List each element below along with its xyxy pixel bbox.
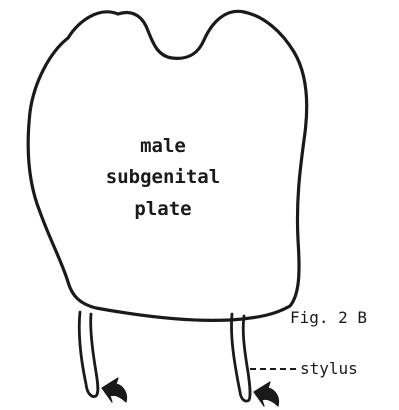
left-stylus bbox=[79, 312, 98, 397]
figure-label: Fig. 2 B bbox=[290, 308, 367, 327]
plate-label-line2: subgenital bbox=[106, 166, 220, 188]
plate-label-line1: male bbox=[140, 135, 186, 157]
right-arrow-icon bbox=[254, 382, 279, 406]
right-stylus bbox=[231, 314, 250, 401]
plate-label-line3: plate bbox=[134, 198, 191, 220]
left-arrow-icon bbox=[102, 378, 127, 402]
stylus-label: stylus bbox=[300, 359, 358, 378]
